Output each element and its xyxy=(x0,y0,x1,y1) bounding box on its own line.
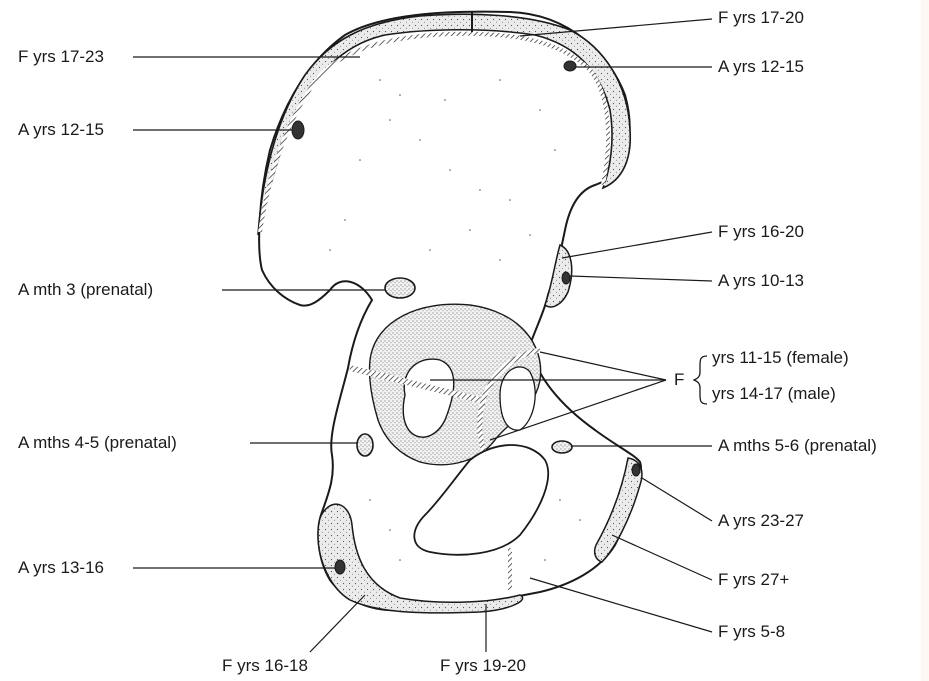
label-ischiopubic-fusion: F yrs 5-8 xyxy=(718,622,785,642)
label-ilium-center: A mth 3 (prenatal) xyxy=(18,280,153,300)
leader-symphysis-fusion xyxy=(612,535,712,580)
label-aiis-fusion: F yrs 16-20 xyxy=(718,222,804,242)
leader-triradiate-1 xyxy=(540,352,666,380)
symphysis-center xyxy=(632,464,640,476)
leader-ischial-tuber-fusion xyxy=(310,595,365,652)
leader-aiis-fusion xyxy=(562,232,712,258)
label-symphysis-fusion: F yrs 27+ xyxy=(718,570,789,590)
ilium-primary-center xyxy=(385,278,415,298)
ischium-primary-center xyxy=(357,434,373,456)
ischial-tuber-center xyxy=(335,560,345,574)
label-crest-fusion-left: F yrs 17-23 xyxy=(18,47,104,67)
label-symphysis-appear: A yrs 23-27 xyxy=(718,511,804,531)
label-crest-fusion-right: F yrs 17-20 xyxy=(718,8,804,28)
leader-aiis-appear xyxy=(570,276,712,281)
label-triradiate-female: yrs 11-15 (female) xyxy=(712,348,849,368)
label-post-crest-appear: A yrs 12-15 xyxy=(18,120,104,140)
pubis-primary-center xyxy=(552,441,572,453)
triradiate-brace xyxy=(694,356,707,404)
right-margin-strip xyxy=(921,0,929,681)
label-ant-crest-appear: A yrs 12-15 xyxy=(718,57,804,77)
label-ischial-tuber-fusion: F yrs 16-18 xyxy=(222,656,308,676)
label-ischium-center: A mths 4-5 (prenatal) xyxy=(18,433,177,453)
anterior-crest-center xyxy=(564,61,576,71)
aiis-center xyxy=(562,272,570,284)
label-triradiate-male: yrs 14-17 (male) xyxy=(712,384,836,404)
label-aiis-appear: A yrs 10-13 xyxy=(718,271,804,291)
label-pubis-center: A mths 5-6 (prenatal) xyxy=(718,436,877,456)
leader-symphysis-appear xyxy=(642,478,712,521)
label-ramus-fusion: F yrs 19-20 xyxy=(440,656,526,676)
label-ischial-tuber-appear: A yrs 13-16 xyxy=(18,558,104,578)
leader-ischiopubic-fusion xyxy=(530,578,712,632)
posterior-crest-center xyxy=(292,121,304,139)
label-triradiate-letter: F xyxy=(674,370,684,390)
